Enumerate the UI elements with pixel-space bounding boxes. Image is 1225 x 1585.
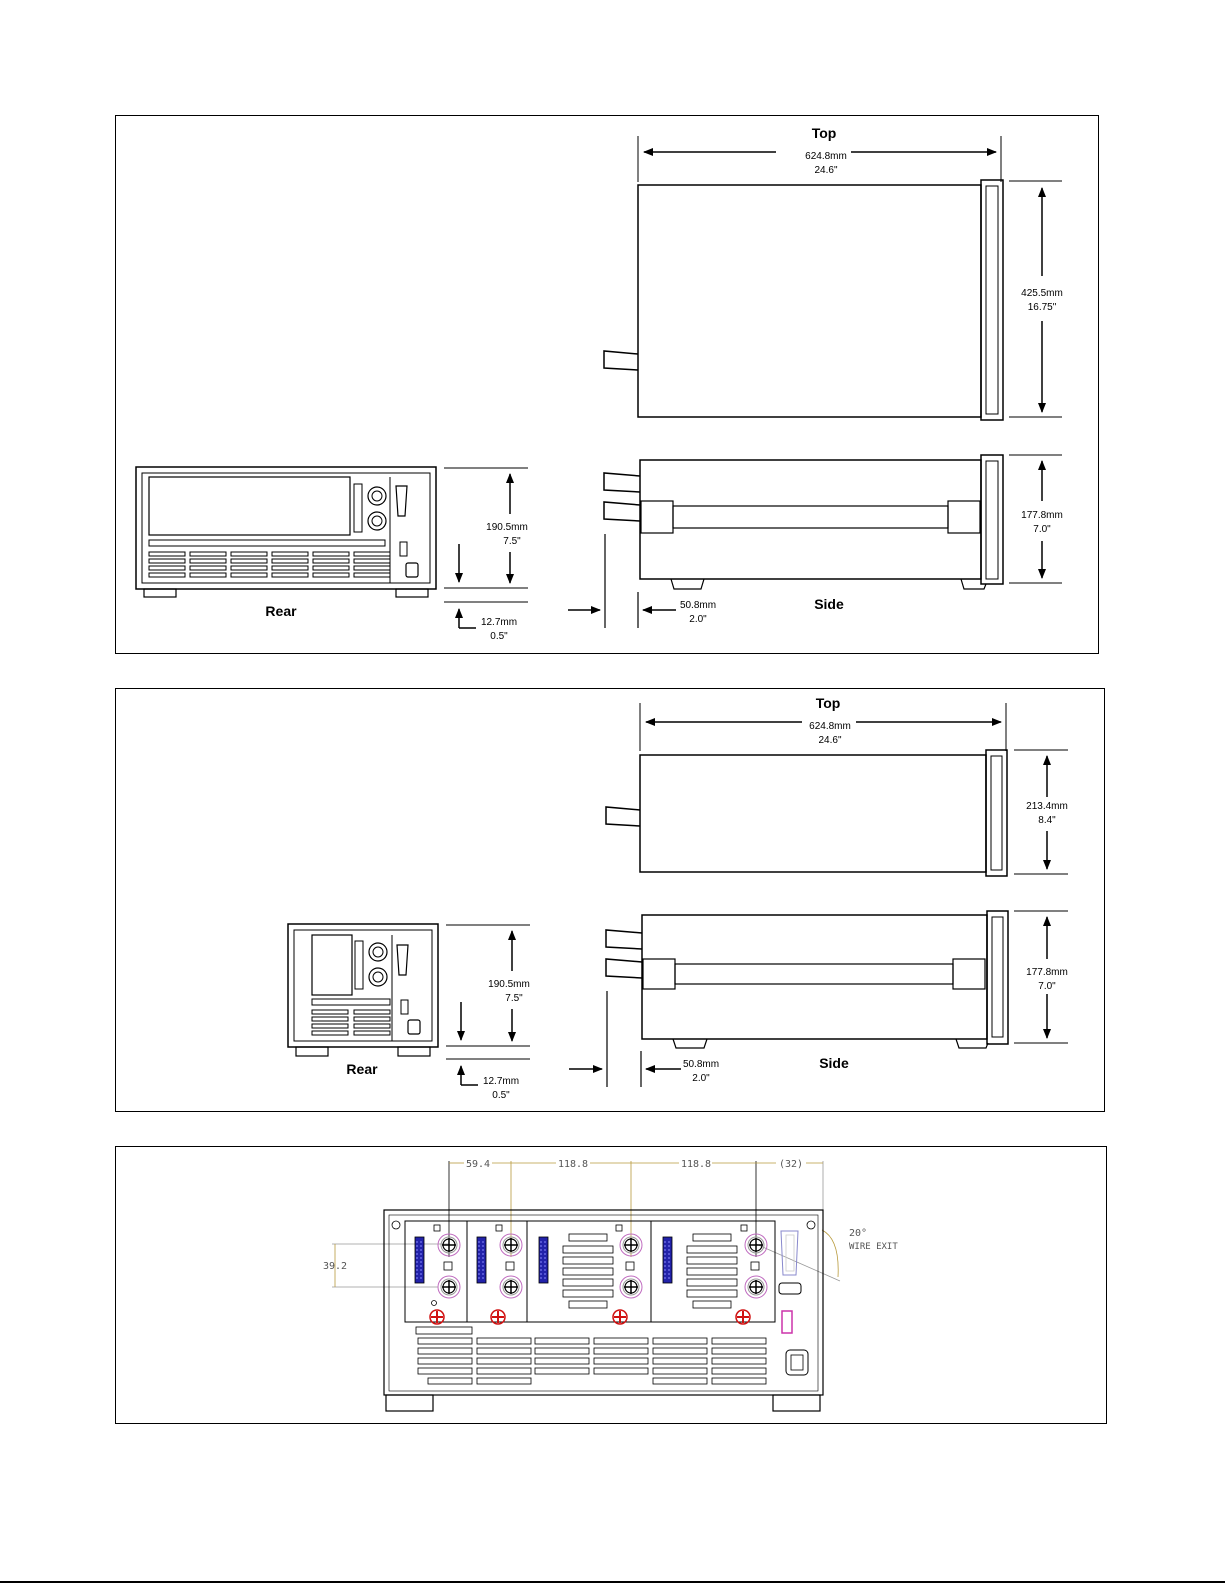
side-offset-in: 2.0" xyxy=(689,614,707,625)
cad-dim-vertical: 39.2 xyxy=(323,1261,347,1272)
side-view-front-panel xyxy=(987,911,1008,1044)
page-bottom-rule xyxy=(0,1581,1225,1583)
top-depth-in: 8.4" xyxy=(1038,815,1056,826)
top-depth-mm: 425.5mm xyxy=(1021,288,1063,299)
rear-height-mm: 190.5mm xyxy=(486,522,528,533)
side-view-handle-bar xyxy=(675,964,953,984)
side-offset-in: 2.0" xyxy=(692,1073,710,1084)
panel-dimensions-full-width: Top 624.8mm 24.6" 425.5mm 16.75" 177.8mm xyxy=(115,115,1099,654)
rear-foot-mm: 12.7mm xyxy=(481,617,517,628)
rear-view-vent-rows xyxy=(149,540,390,577)
side-view-title: Side xyxy=(819,1055,849,1071)
side-view-handle-bar xyxy=(673,506,948,528)
cad-dim-d: (32) xyxy=(779,1159,803,1170)
top-width-mm: 624.8mm xyxy=(805,151,847,162)
cad-module-4 xyxy=(651,1221,775,1324)
rear-view-display-area xyxy=(312,935,352,995)
cad-chassis-outline xyxy=(384,1210,823,1395)
rear-view-display-area xyxy=(149,477,350,535)
drawing-full-width: Top 624.8mm 24.6" 425.5mm 16.75" 177.8mm xyxy=(116,116,1100,655)
side-view-body xyxy=(640,460,981,579)
side-height-mm: 177.8mm xyxy=(1021,510,1063,521)
rear-view-vent-rows xyxy=(312,999,390,1035)
top-view-title: Top xyxy=(816,695,841,711)
rear-foot-in: 0.5" xyxy=(492,1090,510,1101)
top-view-rear-connector xyxy=(606,807,640,826)
rear-height-in: 7.5" xyxy=(505,993,523,1004)
side-height-in: 7.0" xyxy=(1033,524,1051,535)
side-view-title: Side xyxy=(814,596,844,612)
side-view-handle-front xyxy=(953,959,985,989)
side-offset-mm: 50.8mm xyxy=(680,600,716,611)
cad-module-2 xyxy=(467,1221,527,1324)
side-view-front-panel xyxy=(981,455,1003,584)
drawing-rear-cad: 59.4 118.8 118.8 (32) 39.2 20° WIRE EXIT xyxy=(116,1147,1108,1425)
top-view-title: Top xyxy=(812,125,837,141)
top-view-front-panel xyxy=(981,180,1003,420)
cad-module-1 xyxy=(405,1221,467,1324)
rear-height-mm: 190.5mm xyxy=(488,979,530,990)
top-depth-mm: 213.4mm xyxy=(1026,801,1068,812)
rear-foot-in: 0.5" xyxy=(490,631,508,642)
side-view: 177.8mm 7.0" 50.8mm 2.0" Side xyxy=(569,911,1068,1087)
cad-chassis xyxy=(384,1210,823,1411)
rear-view-body xyxy=(136,467,436,589)
top-view: Top 624.8mm 24.6" 213.4mm 8.4" xyxy=(606,695,1068,876)
drawing-half-width: Top 624.8mm 24.6" 213.4mm 8.4" 177.8mm xyxy=(116,689,1106,1113)
side-offset-mm: 50.8mm xyxy=(683,1059,719,1070)
rear-foot-mm: 12.7mm xyxy=(483,1076,519,1087)
cad-wire-exit-label: WIRE EXIT xyxy=(849,1242,898,1252)
top-width-in: 24.6" xyxy=(818,735,841,746)
rear-height-in: 7.5" xyxy=(503,536,521,547)
top-width-in: 24.6" xyxy=(814,165,837,176)
top-width-mm: 624.8mm xyxy=(809,721,851,732)
top-view: Top 624.8mm 24.6" 425.5mm 16.75" xyxy=(604,125,1063,420)
rear-view: Rear 190.5mm 7.5" 12.7mm 0.5" xyxy=(288,924,530,1101)
top-view-rear-connector xyxy=(604,351,638,370)
side-view-handle-rear xyxy=(641,501,673,533)
top-view-body xyxy=(638,185,981,417)
cad-module-3 xyxy=(527,1221,651,1324)
side-height-mm: 177.8mm xyxy=(1026,967,1068,978)
side-view-body xyxy=(642,915,987,1039)
panel-dimensions-half-width: Top 624.8mm 24.6" 213.4mm 8.4" 177.8mm xyxy=(115,688,1105,1112)
top-view-body xyxy=(640,755,986,872)
side-view: 177.8mm 7.0" 50.8mm 2.0" Side xyxy=(568,455,1063,628)
cad-angle-label: 20° xyxy=(849,1228,867,1239)
cad-dim-c: 118.8 xyxy=(681,1159,711,1170)
cad-dim-b: 118.8 xyxy=(558,1159,588,1170)
cad-vent-slots xyxy=(416,1327,766,1384)
rear-view-title: Rear xyxy=(265,603,297,619)
top-depth-in: 16.75" xyxy=(1028,302,1057,313)
cad-dim-a: 59.4 xyxy=(466,1159,490,1170)
cad-io-connectors xyxy=(779,1231,808,1375)
side-view-handle-rear xyxy=(643,959,675,989)
panel-rear-cad-drawing: 59.4 118.8 118.8 (32) 39.2 20° WIRE EXIT xyxy=(115,1146,1107,1424)
top-view-front-panel xyxy=(986,750,1007,876)
power-inlet-icon xyxy=(786,1350,808,1375)
rear-view: Rear 190.5mm 7.5" 12.7mm 0.5" xyxy=(136,467,528,642)
side-height-in: 7.0" xyxy=(1038,981,1056,992)
side-view-handle-front xyxy=(948,501,980,533)
usb-port-icon xyxy=(782,1311,792,1333)
rear-view-title: Rear xyxy=(346,1061,378,1077)
